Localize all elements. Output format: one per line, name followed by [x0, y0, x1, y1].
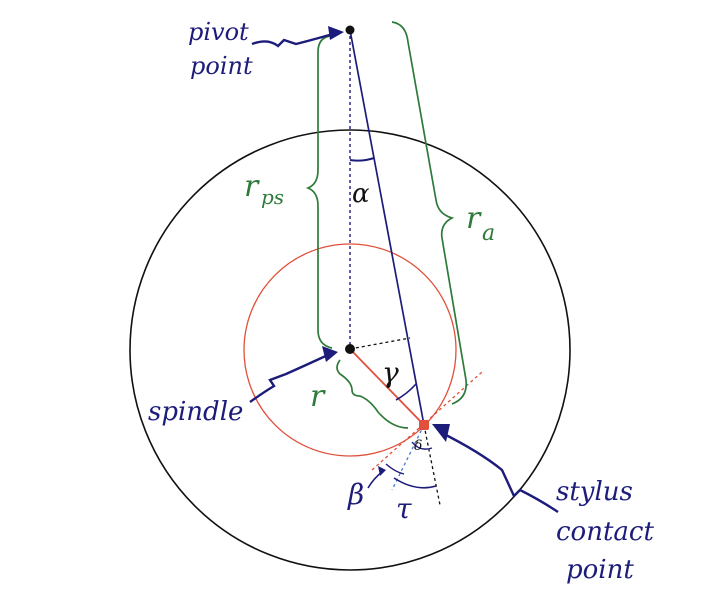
alpha-label: α	[352, 179, 370, 209]
spindle-dot	[345, 344, 355, 354]
gamma-label: γ	[382, 356, 399, 389]
r-ps-bracket	[305, 35, 333, 349]
r-a-label: r	[466, 201, 482, 236]
stylus-arrow-head	[432, 424, 450, 442]
delta-arc	[411, 441, 433, 450]
arm-extension-dashed-line	[423, 424, 441, 506]
spindle-label: spindle	[148, 397, 243, 427]
record-outline	[129, 129, 571, 571]
spindle-to-arm-dashed-line	[349, 337, 411, 350]
spindle-arrow-head	[322, 346, 338, 362]
delta-label: δ	[414, 438, 422, 454]
stylus-label-line1: stylus	[556, 477, 633, 507]
gamma-arc	[395, 383, 417, 401]
r-ps-label: r	[244, 169, 260, 204]
r-label: r	[310, 379, 326, 414]
spindle-arrow	[249, 352, 331, 403]
tau-arc	[393, 477, 437, 489]
tau-label: τ	[396, 492, 412, 525]
beta-pointer-head	[378, 466, 386, 476]
pivot-label-line2: point	[190, 52, 253, 80]
pivot-point-dot	[345, 25, 355, 35]
stylus-label-line3: point	[566, 555, 634, 585]
pivot-arrow-head	[328, 26, 344, 40]
groove-circle	[243, 243, 457, 457]
radius-line	[349, 348, 425, 426]
r-bracket	[336, 359, 409, 429]
beta-arc	[385, 463, 405, 475]
pivot-arrow	[251, 30, 341, 48]
beta-label: β	[347, 478, 364, 511]
r-a-bracket	[391, 21, 468, 405]
r-ps-subscript: ps	[261, 185, 284, 209]
stylus-arrow	[439, 430, 559, 513]
r-a-subscript: a	[482, 221, 495, 246]
pivot-label-line1: pivot	[188, 18, 249, 46]
contact-point-dot	[419, 420, 429, 430]
stylus-label-line2: contact	[556, 517, 654, 547]
tonearm-line	[349, 29, 425, 426]
alpha-arc	[349, 157, 375, 162]
